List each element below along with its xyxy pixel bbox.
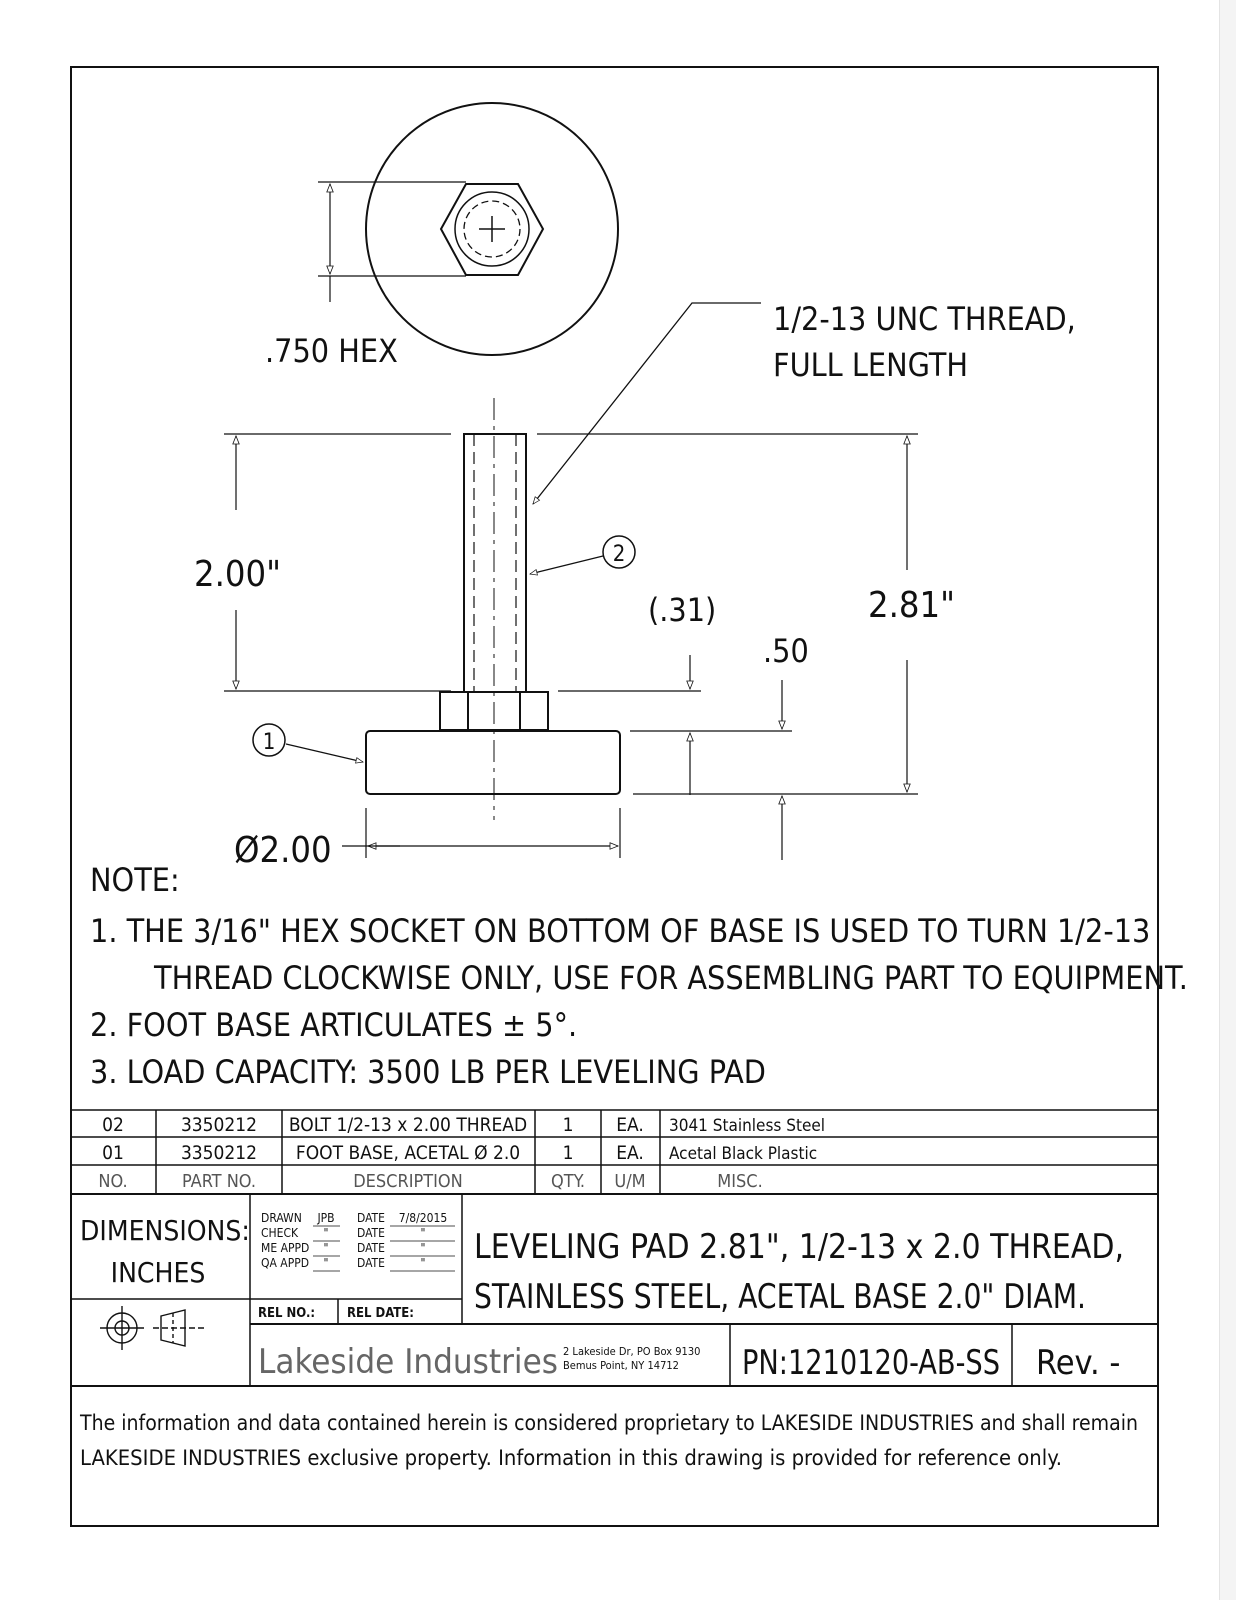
thread-callout-line2: FULL LENGTH [773,346,968,384]
svg-text:": " [324,1226,329,1240]
disclaimer-line1: The information and data contained herei… [79,1411,1138,1435]
balloon-2-label: 2 [613,542,626,567]
dim-stud-length: 2.00" [194,554,281,595]
base-outline-top [365,102,619,356]
company-address-2: Bemus Point, NY 14712 [563,1359,679,1372]
thread-circle [463,200,521,258]
svg-text:1: 1 [563,1142,574,1164]
hex-outline [439,183,545,276]
approvals-block: DRAWN JPB DATE 7/8/2015 CHECK " DATE " M… [261,1211,447,1270]
foot-base [365,730,621,795]
svg-text:CHECK: CHECK [261,1226,299,1240]
third-angle-projection-icon [100,1306,205,1350]
dim-base-diameter: Ø2.00 [234,830,332,871]
balloon-1-label: 1 [263,730,276,755]
svg-text:Acetal Black Plastic: Acetal Black Plastic [669,1144,817,1164]
note-2: 2. FOOT BASE ARTICULATES ± 5°. [90,1006,577,1044]
svg-text:QTY.: QTY. [551,1171,585,1192]
part-number: PN:1210120-AB-SS [742,1343,1000,1383]
svg-text:EA.: EA. [616,1114,644,1136]
bom-row-02: 02 3350212 BOLT 1/2-13 x 2.00 THREAD 1 E… [102,1114,825,1136]
svg-text:01: 01 [102,1142,124,1164]
thread-callout-line1: 1/2-13 UNC THREAD, [773,300,1076,338]
svg-text:3350212: 3350212 [181,1142,257,1164]
dim-overall-height: 2.81" [868,585,955,626]
units-label: INCHES [111,1256,206,1289]
hex-inner-circle [454,191,530,267]
note-1: 1. THE 3/16" HEX SOCKET ON BOTTOM OF BAS… [90,912,1150,950]
company-address-1: 2 Lakeside Dr, PO Box 9130 [563,1345,700,1358]
svg-text:FOOT BASE, ACETAL Ø 2.0: FOOT BASE, ACETAL Ø 2.0 [296,1142,520,1164]
svg-text:PART NO.: PART NO. [182,1171,256,1192]
balloon-2-leader [529,555,604,576]
svg-text:DRAWN: DRAWN [261,1211,302,1225]
svg-text:DATE: DATE [357,1241,385,1255]
svg-text:": " [324,1256,329,1270]
balloon-2 [602,535,636,569]
svg-text:DESCRIPTION: DESCRIPTION [353,1171,463,1192]
bom-row-01: 01 3350212 FOOT BASE, ACETAL Ø 2.0 1 EA.… [102,1142,817,1164]
hex-label: .750 HEX [265,332,398,370]
svg-text:ME APPD: ME APPD [261,1241,309,1255]
svg-text:": " [421,1226,426,1240]
rel-no-label: REL NO.: [258,1306,315,1321]
revision: Rev. - [1036,1343,1120,1383]
svg-text:3350212: 3350212 [181,1114,257,1136]
svg-text:DATE: DATE [357,1211,385,1225]
svg-text:": " [421,1256,426,1270]
bom-table [71,1109,1158,1195]
note-3: 3. LOAD CAPACITY: 3500 LB PER LEVELING P… [90,1053,766,1091]
svg-text:DATE: DATE [357,1256,385,1270]
svg-text:QA APPD: QA APPD [261,1256,309,1270]
svg-text:1: 1 [563,1114,574,1136]
top-view [318,102,619,356]
svg-text:3041 Stainless Steel: 3041 Stainless Steel [669,1116,825,1136]
threaded-stud [463,433,527,693]
svg-text:BOLT 1/2-13 x 2.00 THREAD: BOLT 1/2-13 x 2.00 THREAD [289,1114,527,1136]
dimensions-label: DIMENSIONS: [80,1214,250,1247]
balloon-1-leader [285,743,364,764]
svg-text:": " [421,1241,426,1255]
balloon-1 [252,723,286,757]
svg-text:NO.: NO. [98,1171,127,1192]
title-block [71,1194,1158,1387]
dim-base-height: .50 [763,632,809,670]
page-edge [1219,0,1236,1600]
company-name: Lakeside Industries [258,1342,558,1382]
drawing-title-line2: STAINLESS STEEL, ACETAL BASE 2.0" DIAM. [474,1277,1086,1317]
svg-text:EA.: EA. [616,1142,644,1164]
svg-text:JPB: JPB [316,1211,334,1225]
side-view [365,398,621,820]
rel-date-label: REL DATE: [347,1306,414,1321]
drawing-title-line1: LEVELING PAD 2.81", 1/2-13 x 2.0 THREAD, [474,1227,1124,1267]
svg-text:DATE: DATE [357,1226,385,1240]
bom-header: NO. PART NO. DESCRIPTION QTY. U/M MISC. [98,1171,762,1192]
thread-leader [532,302,761,505]
svg-text:7/8/2015: 7/8/2015 [399,1211,447,1225]
svg-text:MISC.: MISC. [717,1171,762,1192]
svg-text:U/M: U/M [614,1171,645,1192]
dim-nut: (.31) [648,591,716,629]
disclaimer-line2: LAKESIDE INDUSTRIES exclusive property. … [80,1446,1062,1470]
sheet-border [70,66,1159,1527]
notes-title: NOTE: [90,861,180,899]
svg-text:02: 02 [102,1114,124,1136]
svg-text:": " [324,1241,329,1255]
note-1-cont: THREAD CLOCKWISE ONLY, USE FOR ASSEMBLIN… [153,959,1188,997]
